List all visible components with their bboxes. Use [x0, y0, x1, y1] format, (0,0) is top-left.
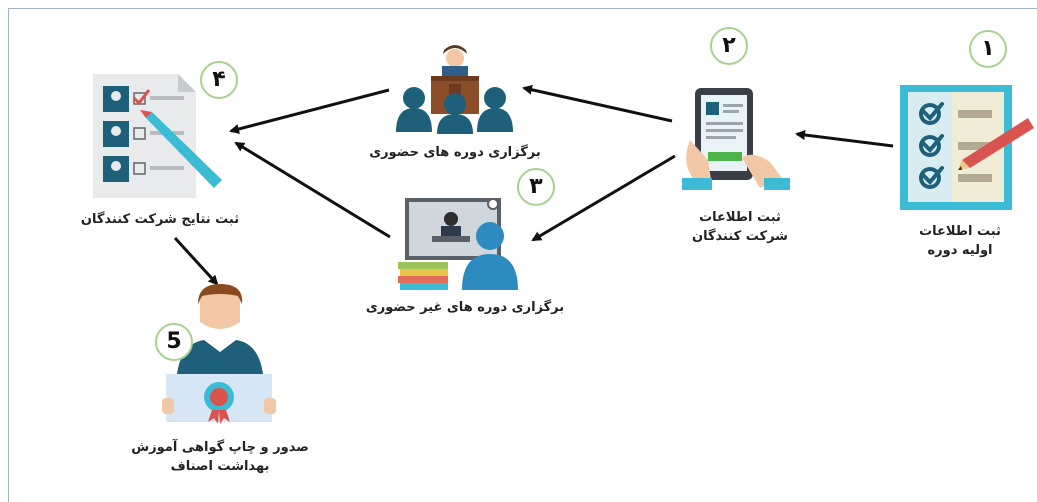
arrow-inperson-to-step4	[229, 88, 390, 134]
step-number-4: ۴	[200, 61, 238, 99]
arrow-step2-to-online	[531, 154, 676, 242]
arrow-online-to-step4	[234, 141, 391, 239]
step-label-inperson-line1: برگزاری دوره های حضوری	[369, 145, 541, 160]
checklist-icon	[900, 85, 1034, 210]
step-label-1-line1: ثبت اطلاعات	[919, 224, 1001, 239]
step-label-inperson: برگزاری دوره های حضوری	[365, 143, 545, 162]
step-number-2: ۲	[710, 27, 748, 65]
step-label-2-line1: ثبت اطلاعات	[699, 210, 781, 225]
step-number-3: ۳	[517, 168, 555, 206]
arrow-step2-to-inperson	[522, 84, 673, 123]
arrow-step1-to-step2	[795, 130, 894, 148]
online-class-icon	[398, 198, 518, 290]
step-label-4: ثبت نتایج شرکت کنندگان	[70, 210, 250, 229]
step-number-1: ۱	[969, 30, 1007, 68]
step-label-1-line2: اولیه دوره	[927, 243, 993, 258]
step-label-online-line1: برگزاری دوره های غیر حضوری	[365, 300, 565, 315]
step-label-5-line1: صدور و چاپ گواهی آموزش	[131, 440, 309, 455]
step-label-2-line2: شرکت کنندگان	[692, 229, 788, 244]
results-form-icon	[93, 74, 222, 198]
step-label-5-line2: بهداشت اصناف	[170, 459, 270, 474]
certificate-person-icon	[162, 284, 276, 424]
tablet-registration-icon	[682, 88, 790, 190]
arrow-step4-to-step5	[173, 236, 219, 286]
frame-border	[8, 8, 1037, 502]
step-label-online: برگزاری دوره های غیر حضوری	[360, 298, 570, 317]
classroom-presenter-icon	[396, 45, 513, 134]
step-label-4-line1: ثبت نتایج شرکت کنندگان	[80, 212, 240, 227]
step-label-2: ثبت اطلاعات شرکت کنندگان	[670, 208, 810, 246]
step-label-1: ثبت اطلاعات اولیه دوره	[905, 222, 1015, 260]
step-label-5: صدور و چاپ گواهی آموزش بهداشت اصناف	[130, 438, 310, 476]
step-number-5: 5	[155, 323, 193, 361]
